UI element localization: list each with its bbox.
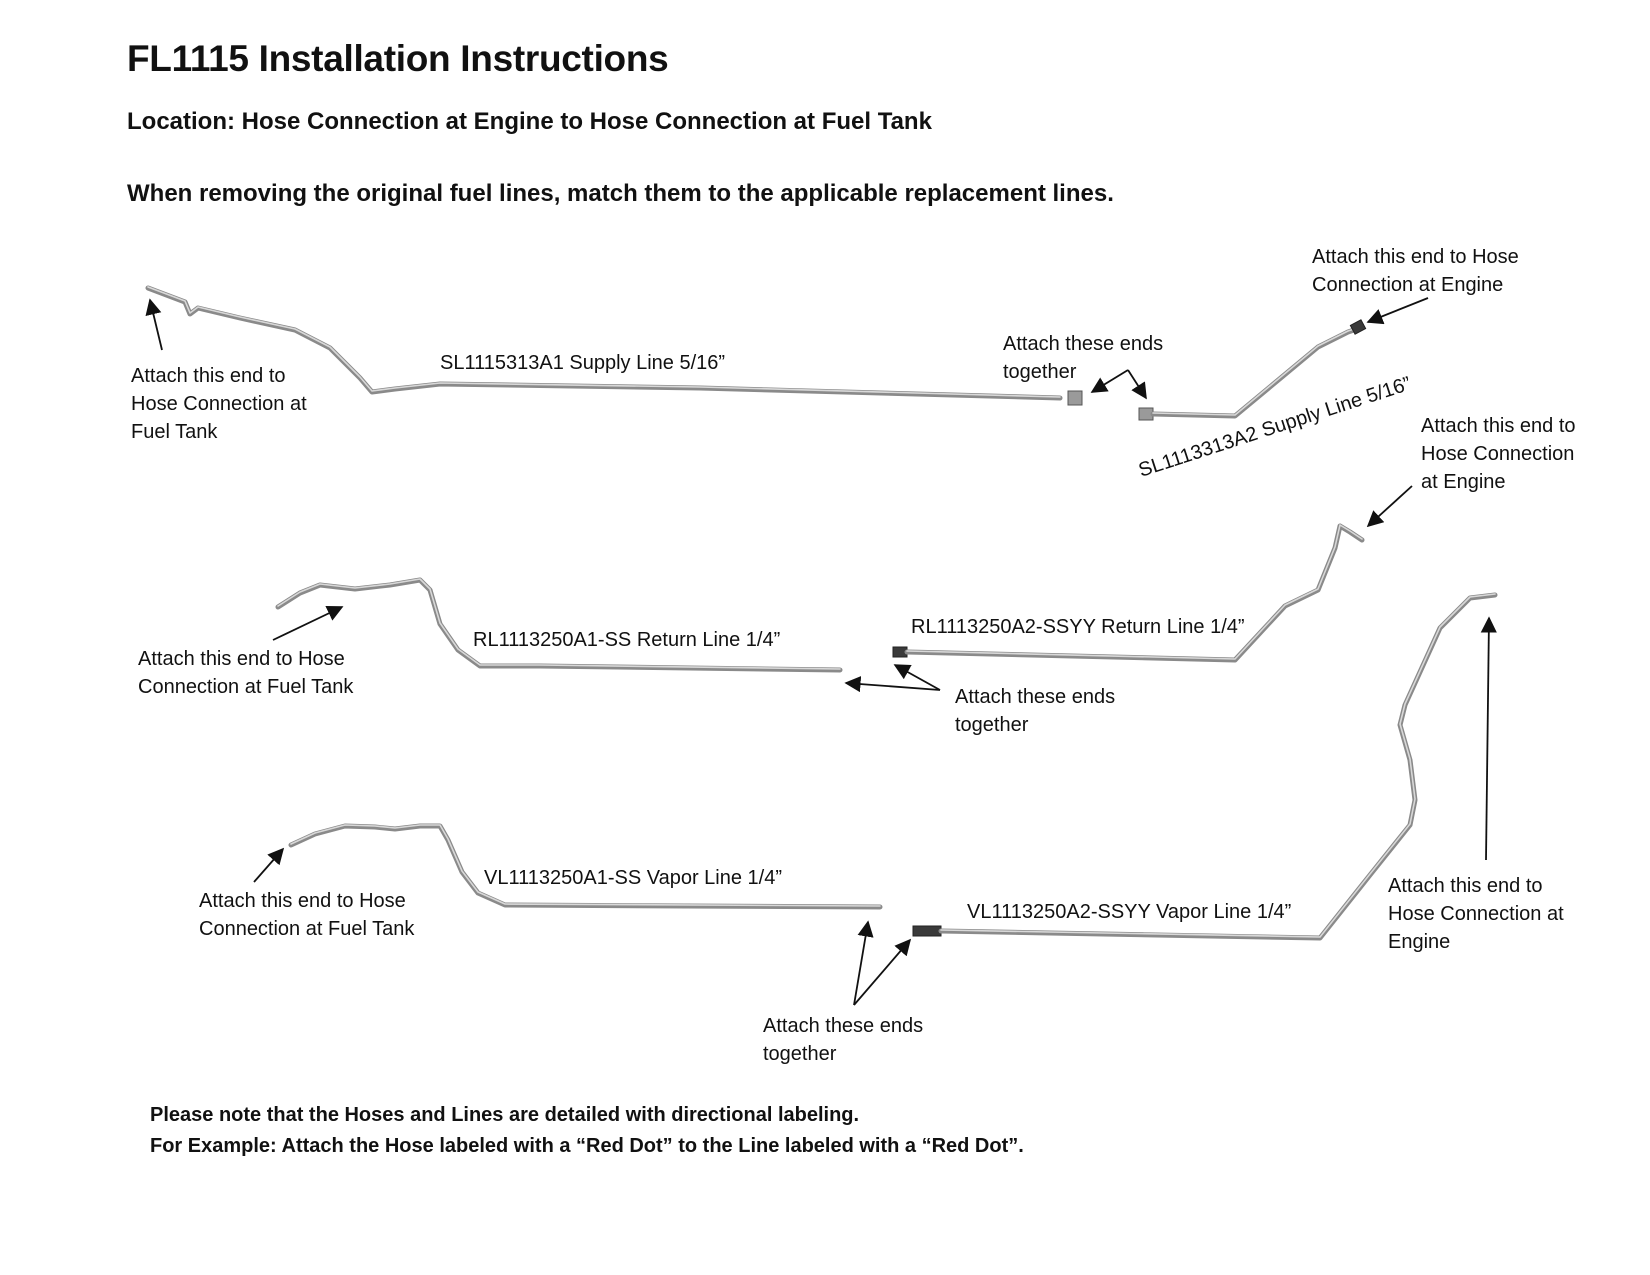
arrow-supply-engine [1366,297,1429,325]
location-heading: Location: Hose Connection at Engine to H… [127,108,932,135]
callout-supply-join: Attach these ends together [1003,333,1164,383]
arrow-vapor-engine [1480,616,1497,861]
supply-line-a1-tube [145,285,1083,406]
callout-supply-engine: Attach this end to Hose Connection at En… [1312,246,1519,296]
callout-return-engine: Attach this end to Hose Connection at En… [1421,415,1576,493]
arrow-return-join-left [844,676,941,693]
arrow-return-join-right [893,664,941,691]
callout-vapor-join: Attach these ends together [763,1015,924,1065]
vapor-line-a1-label: VL1113250A1-SS Vapor Line 1/4” [484,867,782,889]
return-line-a1-tube [275,577,843,673]
supply-a1-fitting [1067,390,1083,406]
vapor-a2-fitting [912,925,942,937]
arrow-supply-join-right [1127,369,1147,400]
callout-supply-tank: Attach this end to Hose Connection at Fu… [131,365,307,443]
vapor-line-a2-tube [912,592,1498,941]
callout-vapor-tank: Attach this end to Hose Connection at Fu… [199,890,415,940]
callout-vapor-engine: Attach this end to Hose Connection at En… [1388,875,1564,953]
callout-return-tank: Attach this end to Hose Connection at Fu… [138,648,354,698]
return-line-a1-label: RL1113250A1-SS Return Line 1/4” [473,629,781,651]
vapor-line-a1-tube [288,823,883,910]
supply-a2-end-fitting [1349,319,1367,335]
return-line-a2-label: RL1113250A2-SSYY Return Line 1/4” [911,616,1245,638]
arrow-supply-join-left [1090,369,1129,393]
page-title: FL1115 Installation Instructions [127,38,669,79]
note-line-2: For Example: Attach the Hose labeled wit… [150,1135,1024,1157]
arrow-supply-tank [145,298,163,351]
arrow-return-engine [1366,485,1413,528]
supply-line-a1-label: SL1115313A1 Supply Line 5/16” [440,352,726,374]
arrow-vapor-join-right [853,938,912,1006]
vapor-line-a2-label: VL1113250A2-SSYY Vapor Line 1/4” [967,901,1292,923]
return-line-a2-tube [892,523,1365,663]
supply-line-a2-tube [1138,319,1367,421]
arrow-vapor-tank [253,847,285,883]
callout-arrows [145,297,1497,1006]
callout-return-join: Attach these ends together [955,686,1116,736]
arrow-return-tank [272,605,344,641]
note-line-1: Please note that the Hoses and Lines are… [150,1104,860,1126]
arrow-vapor-join-left [853,920,874,1006]
instruction-heading: When removing the original fuel lines, m… [127,180,1114,207]
